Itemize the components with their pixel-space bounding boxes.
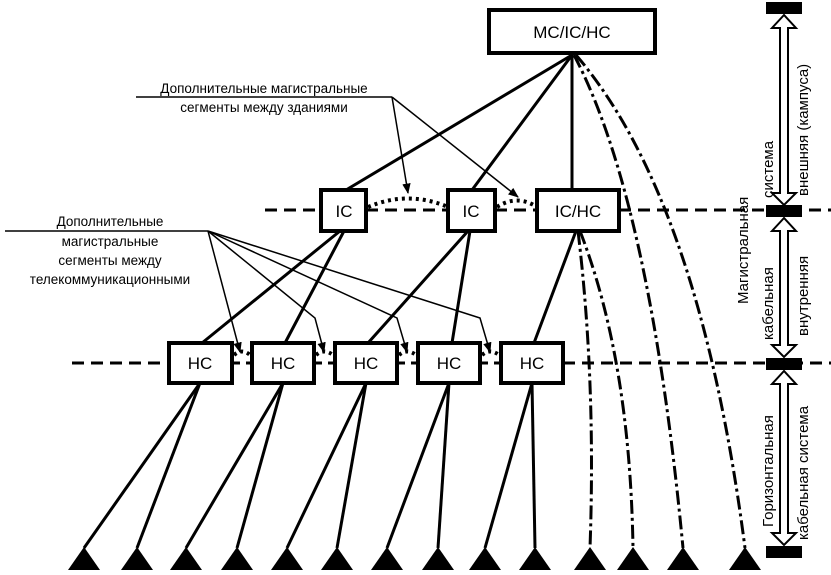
link-hc5-terminal — [483, 382, 534, 549]
link-ic2-hc3 — [366, 229, 470, 345]
terminal-outlets — [68, 547, 761, 570]
node-ic-1: IC — [319, 188, 368, 233]
terminal-outlet-2 — [121, 547, 153, 570]
terminal-outlet-5 — [271, 547, 303, 570]
terminal-outlet-10 — [519, 547, 551, 570]
terminal-outlet-11 — [574, 547, 606, 570]
hc1-hc2-dotted-arc — [232, 349, 252, 357]
annotation-pointers — [5, 96, 519, 354]
annotation-line: Дополнительные — [57, 214, 164, 229]
backbone-links — [200, 53, 578, 345]
label-horizontal-cable-system: кабельная система — [795, 405, 812, 540]
node-label: IC/HC — [555, 202, 601, 221]
terminal-outlet-4 — [221, 547, 253, 570]
link-ic2-hc4 — [450, 229, 472, 345]
pointer-to-ic-arc-1 — [391, 96, 411, 195]
link-hc4-terminal — [385, 382, 451, 549]
scale-end-bar-top — [766, 2, 802, 14]
label-backbone-cable: кабельная — [760, 267, 777, 340]
dashdot-ichc-terminal-12 — [578, 230, 635, 549]
label-horizontal: Горизонтальная — [760, 415, 777, 527]
ic2-ichc-dotted-arc — [495, 198, 539, 209]
hc2-hc3-dotted-arc — [314, 349, 335, 357]
annotation-between-buildings: Дополнительные магистральные сегменты ме… — [160, 81, 367, 115]
terminal-outlet-14 — [729, 547, 761, 570]
scale-end-bar-backbone — [766, 205, 802, 217]
terminal-outlet-9 — [469, 547, 501, 570]
annotation-line: сегменты между зданиями — [180, 100, 348, 115]
node-label: HC — [354, 354, 379, 373]
node-label: IC — [463, 202, 480, 221]
label-system: система — [760, 140, 777, 198]
link-hc3-terminal — [335, 382, 368, 549]
inter-building-segments — [367, 196, 539, 209]
dashdot-ichc-terminal-11 — [576, 230, 593, 549]
node-label: HC — [188, 354, 213, 373]
annotation-between-telecom: Дополнительные магистральные сегменты ме… — [30, 214, 190, 287]
terminal-outlet-1 — [68, 547, 100, 570]
link-hc1-terminal — [135, 382, 202, 549]
annotation-line: телекоммуникационными — [30, 272, 190, 287]
link-ic1-hc2 — [283, 229, 346, 345]
label-external-campus: внешняя (кампуса) — [795, 64, 812, 196]
link-mc-ic2 — [470, 53, 574, 192]
pointer-to-ic-arc-2 — [391, 96, 519, 198]
node-hc-1: HC — [167, 341, 234, 385]
direct-links — [572, 54, 747, 549]
horizontal-links — [82, 382, 537, 549]
hc3-hc4-dotted-arc — [397, 349, 418, 357]
node-label: HC — [271, 354, 296, 373]
node-label: MC/IC/HC — [533, 23, 610, 42]
node-mc-ic-hc: MC/IC/HC — [487, 8, 657, 55]
link-hc2-terminal — [235, 382, 285, 549]
annotation-line: Дополнительные магистральные — [160, 81, 367, 96]
terminal-outlet-8 — [422, 547, 454, 570]
label-backbone: Магистральная — [735, 197, 752, 304]
node-ic-2: IC — [446, 188, 497, 233]
ic1-ic2-dotted-arc — [367, 196, 449, 209]
pointer-to-hc-arc-2 — [207, 230, 326, 354]
scale-end-bar-bottom — [766, 546, 802, 558]
node-hc-2: HC — [250, 341, 316, 385]
node-label: HC — [437, 354, 462, 373]
terminal-outlet-3 — [170, 547, 202, 570]
dashdot-mc-terminal-13 — [572, 54, 685, 549]
link-hc1-terminal — [82, 382, 202, 549]
terminal-outlet-12 — [617, 547, 649, 570]
node-label: HC — [520, 354, 545, 373]
scale-end-bar-horizontal — [766, 358, 802, 370]
node-label: IC — [336, 202, 353, 221]
label-internal: внутренняя — [795, 256, 812, 336]
pointer-to-hc-arc-1 — [207, 230, 242, 354]
external-range-arrow — [769, 13, 799, 207]
link-ic1-hc1 — [200, 229, 342, 345]
annotation-line: магистральные — [62, 234, 159, 249]
subsystem-scale: Магистральная система кабельная внешняя … — [735, 2, 812, 558]
internal-range-arrow — [769, 216, 799, 359]
link-hc4-terminal — [436, 382, 451, 549]
link-hc5-terminal — [530, 382, 537, 549]
node-hc-5: HC — [499, 341, 565, 385]
link-hc3-terminal — [285, 382, 368, 549]
hc4-hc5-dotted-arc — [480, 349, 501, 357]
node-hc-3: HC — [333, 341, 399, 385]
node-ic-hc: IC/HC — [535, 188, 621, 233]
horizontal-range-arrow — [769, 369, 799, 547]
link-hc2-terminal — [184, 382, 285, 549]
terminal-outlet-13 — [667, 547, 699, 570]
dashdot-mc-terminal-14 — [574, 54, 747, 549]
link-ichc-hc5 — [532, 229, 578, 345]
terminal-outlet-6 — [321, 547, 353, 570]
pointer-to-hc-arc-4 — [207, 230, 492, 354]
link-mc-ic1 — [344, 53, 574, 192]
annotation-line: сегменты между — [58, 253, 162, 268]
node-hc-4: HC — [416, 341, 482, 385]
pointer-to-hc-arc-3 — [207, 230, 409, 354]
terminal-outlet-7 — [371, 547, 403, 570]
